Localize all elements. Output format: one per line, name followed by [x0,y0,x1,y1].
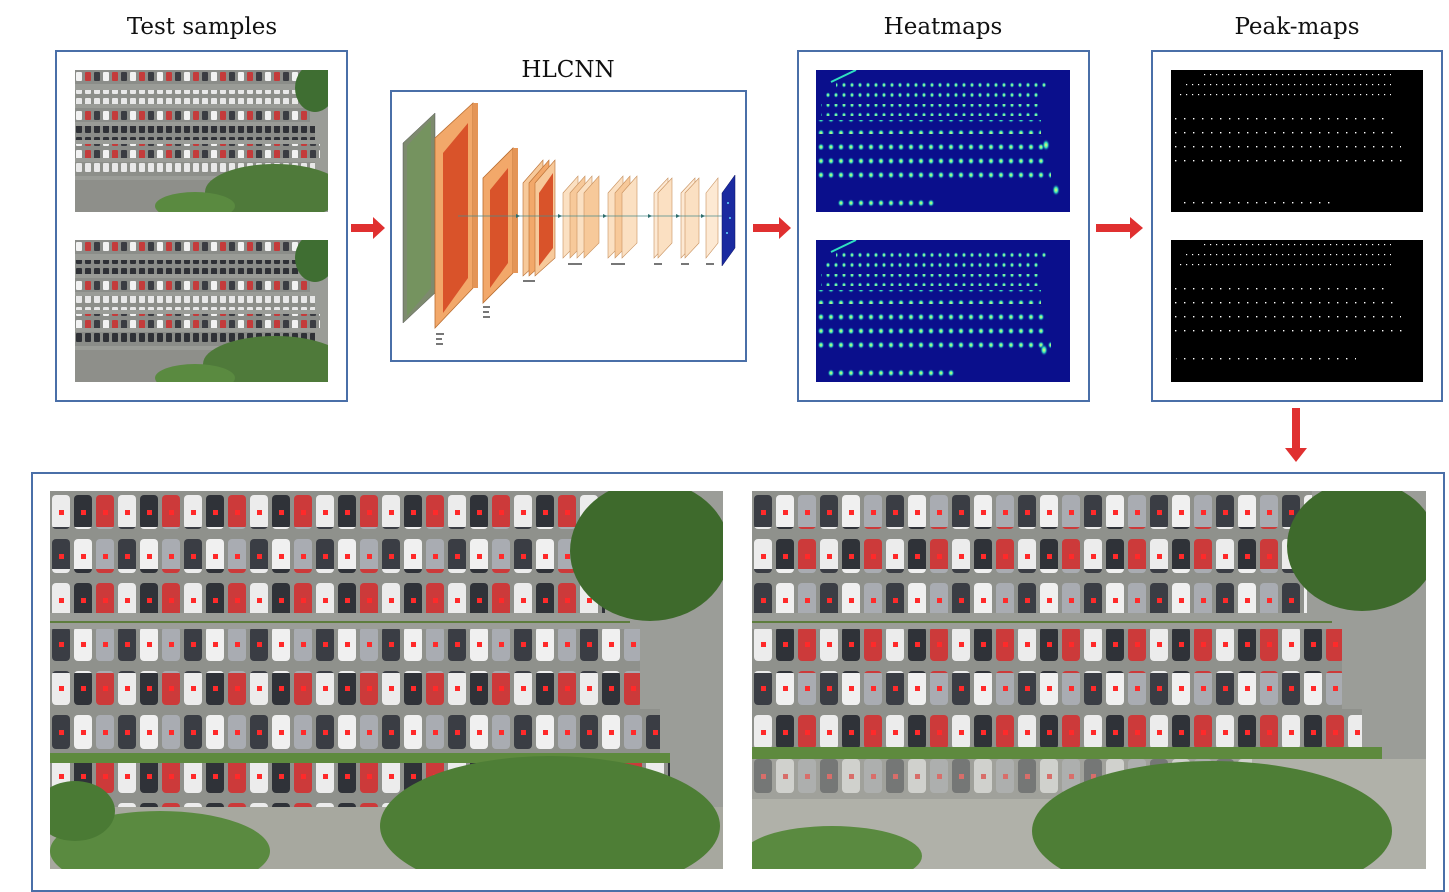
arrow-right-icon [753,215,793,241]
title-test-samples: Test samples [126,14,278,40]
test-sample-image-2 [75,240,328,382]
title-hlcnn: HLCNN [521,57,615,83]
heatmap-image-1 [816,70,1070,212]
heatmap-image-2 [816,240,1070,382]
peak-map-image-1 [1171,70,1423,212]
peak-map-image-2 [1171,240,1423,382]
arrow-down-icon [1283,408,1309,464]
hlcnn-architecture-diagram [398,98,740,356]
test-sample-image-1 [75,70,328,212]
result-image-2 [752,491,1426,869]
title-peak-maps: Peak-maps [1234,14,1360,40]
arrow-right-icon [351,215,387,241]
title-heatmaps: Heatmaps [883,14,1003,40]
arrow-right-icon [1096,215,1146,241]
result-image-1 [50,491,723,869]
